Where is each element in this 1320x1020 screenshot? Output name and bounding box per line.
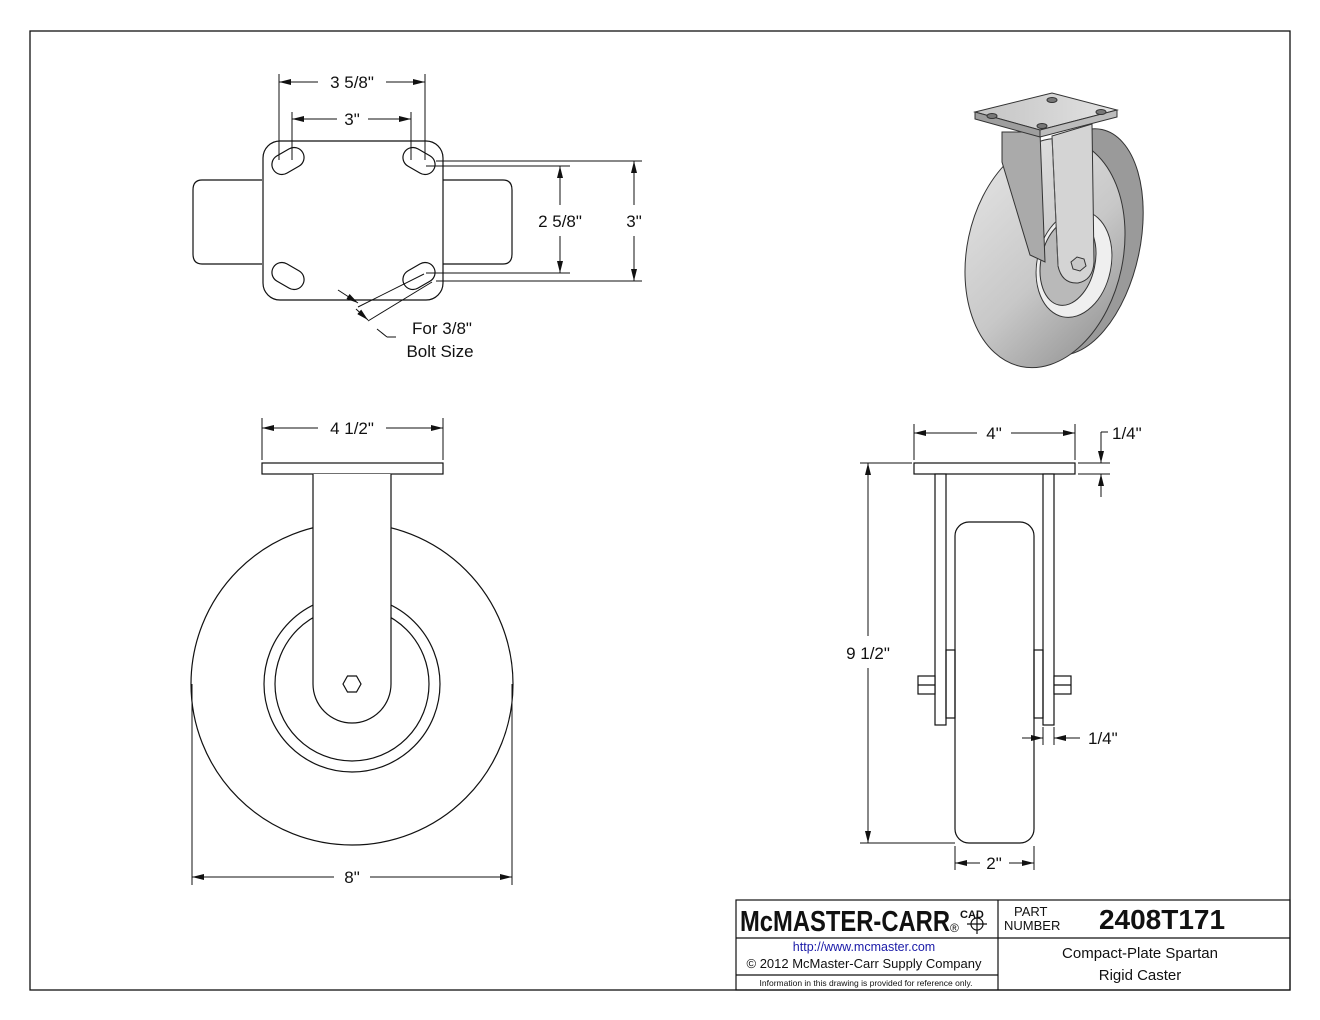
top-view-dimensions	[278, 74, 642, 338]
dim-front-plate-width: 4 1/2"	[330, 419, 374, 438]
dim-top-outer-width: 3 5/8"	[330, 73, 374, 92]
top-view	[192, 140, 513, 301]
disclaimer: Information in this drawing is provided …	[760, 978, 973, 988]
dim-side-height: 9 1/2"	[846, 644, 890, 663]
slot-bottom-left	[271, 261, 305, 291]
part-label-line1: PART	[1014, 904, 1048, 919]
side-view-hub-left	[945, 649, 956, 719]
dim-side-leg-thickness: 1/4"	[1088, 729, 1118, 748]
drawing-border	[29, 30, 1291, 991]
front-view-plate	[261, 462, 444, 475]
slot-bottom-right	[402, 261, 436, 291]
dim-side-plate-thickness: 1/4"	[1112, 424, 1142, 443]
title-block	[735, 899, 1291, 991]
render-plate-side	[1039, 109, 1118, 138]
part-label-line2: NUMBER	[1004, 918, 1060, 933]
slot-top-right	[402, 146, 436, 176]
description-line1: Compact-Plate Spartan	[1062, 945, 1218, 962]
side-view-fork-left	[934, 473, 947, 726]
dim-side-wheel-width: 2"	[986, 854, 1002, 873]
top-view-wheel-left	[192, 179, 262, 265]
axle-nut	[342, 675, 362, 693]
render-axle-nut	[1070, 256, 1087, 272]
bolt-note-line1: For 3/8"	[412, 319, 472, 338]
brand-logo: McMASTER-CARR	[740, 906, 950, 938]
crosshair-icon	[967, 914, 987, 934]
dim-top-outer-height: 3"	[626, 212, 642, 231]
front-view-fork-leg	[312, 474, 392, 724]
render-fork-leg-front	[1051, 123, 1095, 284]
side-view-plate	[913, 462, 1076, 475]
part-number: 2408T171	[1099, 904, 1225, 935]
side-view-tire	[954, 521, 1035, 844]
title-block-text: McMASTER-CARR ® CAD PART NUMBER 2408T171…	[740, 904, 1225, 988]
side-view-hub-right	[1033, 649, 1044, 719]
dim-top-inner-height: 2 5/8"	[538, 212, 582, 231]
copyright-notice: © 2012 McMaster-Carr Supply Company	[747, 956, 982, 971]
description-line2: Rigid Caster	[1099, 967, 1182, 984]
isometric-render	[964, 92, 1144, 369]
dim-front-wheel-diameter: 8"	[344, 868, 360, 887]
website-url: http://www.mcmaster.com	[793, 940, 935, 954]
brand-registered-mark: ®	[950, 921, 959, 935]
slot-top-left	[271, 146, 305, 176]
top-view-plate	[262, 140, 444, 301]
front-view	[190, 418, 514, 885]
side-view-fork-right	[1042, 473, 1055, 726]
side-view-dim-labels: 4" 1/4" 9 1/2" 1/4" 2"	[846, 424, 1142, 873]
top-view-dim-labels: 3 5/8" 3" 2 5/8" 3" For 3/8" Bolt Size	[330, 73, 642, 361]
side-view	[860, 424, 1110, 870]
front-view-dim-labels: 4 1/2" 8"	[330, 419, 374, 887]
dim-top-inner-width: 3"	[344, 110, 360, 129]
top-view-wheel-right	[443, 179, 513, 265]
dim-side-plate-width: 4"	[986, 424, 1002, 443]
bolt-note-line2: Bolt Size	[406, 342, 473, 361]
